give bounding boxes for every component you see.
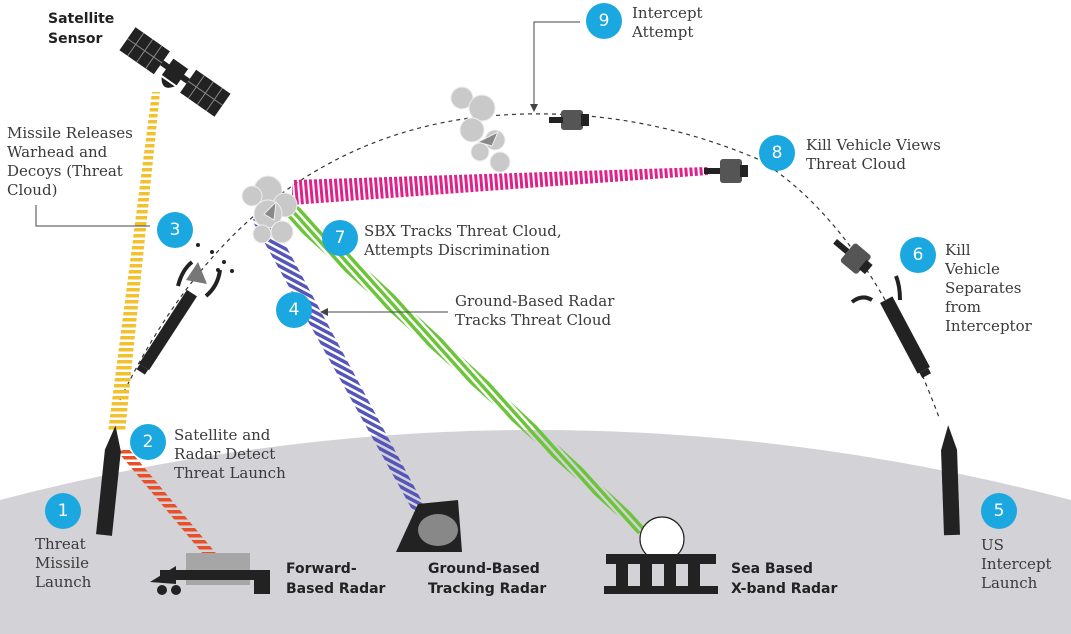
us-interceptor-icon (941, 425, 960, 536)
step-label-7: SBX Tracks Threat Cloud, Attempts Discri… (364, 222, 562, 259)
leader-line-9 (533, 21, 580, 108)
threat-cloud-icon (241, 175, 298, 244)
fairing-icon (850, 295, 874, 304)
satellite-icon (119, 27, 231, 117)
fairing-icon-2 (894, 275, 902, 301)
step-badge-5: 5 (981, 493, 1017, 529)
threat-missile-icon (96, 425, 121, 536)
step-badge-8: 8 (759, 135, 795, 171)
step-badge-4: 4 (276, 292, 312, 328)
radar-dish-icon (396, 500, 462, 552)
kill-vehicle-icon-views (704, 159, 748, 183)
forward-radar-label: Forward- Based Radar (286, 561, 386, 597)
step-label-8: Kill Vehicle Views Threat Cloud (806, 136, 941, 173)
sbx-beam (285, 206, 648, 534)
satellite-sensor-label: Satellite Sensor (48, 11, 115, 47)
step-label-5: US Intercept Launch (981, 536, 1052, 592)
earth-surface (0, 430, 1071, 634)
step-badge-3: 3 (157, 212, 193, 248)
ground-radar-label: Ground-Based Tracking Radar (428, 561, 547, 597)
step-label-2: Satellite and Radar Detect Threat Launch (174, 426, 286, 482)
step-label-4: Ground-Based Radar Tracks Threat Cloud (455, 292, 615, 329)
step-badge-2: 2 (130, 424, 166, 460)
warhead-release-icon (176, 243, 234, 298)
sea-platform-icon (604, 516, 718, 594)
step-badge-6: 6 (900, 237, 936, 273)
forward-radar-beam (118, 448, 230, 572)
kill-vehicle-beam (292, 167, 708, 205)
kill-vehicle-icon-intercept (549, 110, 589, 130)
step-label-3: Missile Releases Warhead and Decoys (Thr… (7, 124, 133, 199)
step-label-6: Kill Vehicle Separates from Interceptor (945, 241, 1032, 335)
ground-radar-beam (252, 212, 432, 524)
intercept-cloud-icon (450, 86, 511, 173)
kill-vehicle-icon-separates (833, 238, 873, 275)
satellite-beam (108, 92, 160, 432)
missile-icon (136, 289, 197, 375)
step-badge-1: 1 (45, 493, 81, 529)
step-badge-9: 9 (586, 3, 622, 39)
sea-radar-label: Sea Based X-band Radar (731, 561, 838, 597)
step-label-1: Threat Missile Launch (35, 535, 92, 591)
leader-arrow-4 (320, 308, 328, 316)
leader-arrow-9 (530, 104, 538, 112)
step-label-9: Intercept Attempt (632, 4, 703, 41)
step-badge-7: 7 (322, 220, 358, 256)
leader-line-3 (35, 205, 150, 227)
radar-truck-icon (150, 553, 270, 595)
interceptor-icon (880, 296, 932, 378)
